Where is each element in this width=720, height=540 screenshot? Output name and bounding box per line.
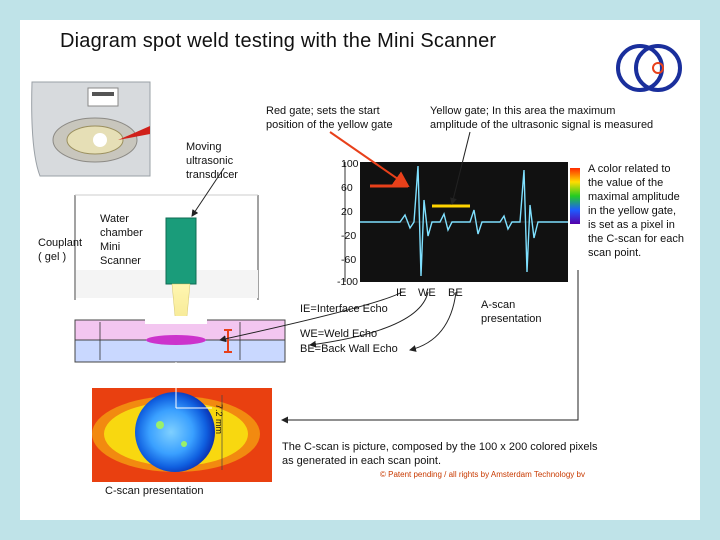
red-gate-label: Red gate; sets the start position of the… <box>266 105 393 131</box>
ascan-tick: 20 <box>341 206 353 218</box>
cscan-note: The C-scan is picture, composed by the 1… <box>282 441 598 467</box>
copyright-note: © Patent pending / all rights by Amsterd… <box>380 470 585 479</box>
water-chamber-label: Water chamber Mini Scanner <box>100 213 143 267</box>
echo-tag-be: BE <box>448 287 463 299</box>
weld-plates <box>74 316 286 363</box>
ascan-tick: 60 <box>341 182 353 194</box>
ascan-to-cscan-arrow <box>281 270 579 424</box>
transducer-label: Moving ultrasonic transducer <box>186 141 238 181</box>
echo-legend-be: BE=Back Wall Echo <box>300 343 398 355</box>
color-scale <box>570 168 580 224</box>
ie-arrow <box>219 291 403 343</box>
echo-legend-ie: IE=Interface Echo <box>300 303 388 315</box>
transducer-probe <box>165 217 197 285</box>
red-gate-arrow <box>329 131 410 188</box>
brand-logo <box>616 44 682 92</box>
scanner-device-photo <box>31 81 151 177</box>
transducer-arrow <box>191 167 225 217</box>
be-arrow <box>409 291 457 352</box>
weld-dimension: 7.2 mm <box>212 404 225 434</box>
ascan-tick: -20 <box>341 230 357 242</box>
echo-tag-we: WE <box>418 287 436 299</box>
cscan-image <box>92 362 272 482</box>
color-note: A color related to the value of the maxi… <box>588 163 684 259</box>
yellow-gate-label: Yellow gate; In this area the maximum am… <box>430 105 654 131</box>
ascan-tick: 100 <box>341 158 359 170</box>
ascan-label: A-scan presentation <box>481 299 542 325</box>
we-arrow <box>309 291 429 348</box>
page-title: Diagram spot weld testing with the Mini … <box>60 30 497 52</box>
yellow-gate-arrow <box>450 131 471 205</box>
cscan-label: C-scan presentation <box>105 485 204 497</box>
couplant-label: Couplant ( gel ) <box>38 237 83 263</box>
ascan-tick: -60 <box>341 254 357 266</box>
ascan-tick: -100 <box>337 276 359 288</box>
echo-tag-ie: IE <box>396 287 407 299</box>
ascan-display <box>344 162 580 282</box>
echo-legend-we: WE=Weld Echo <box>300 328 378 340</box>
